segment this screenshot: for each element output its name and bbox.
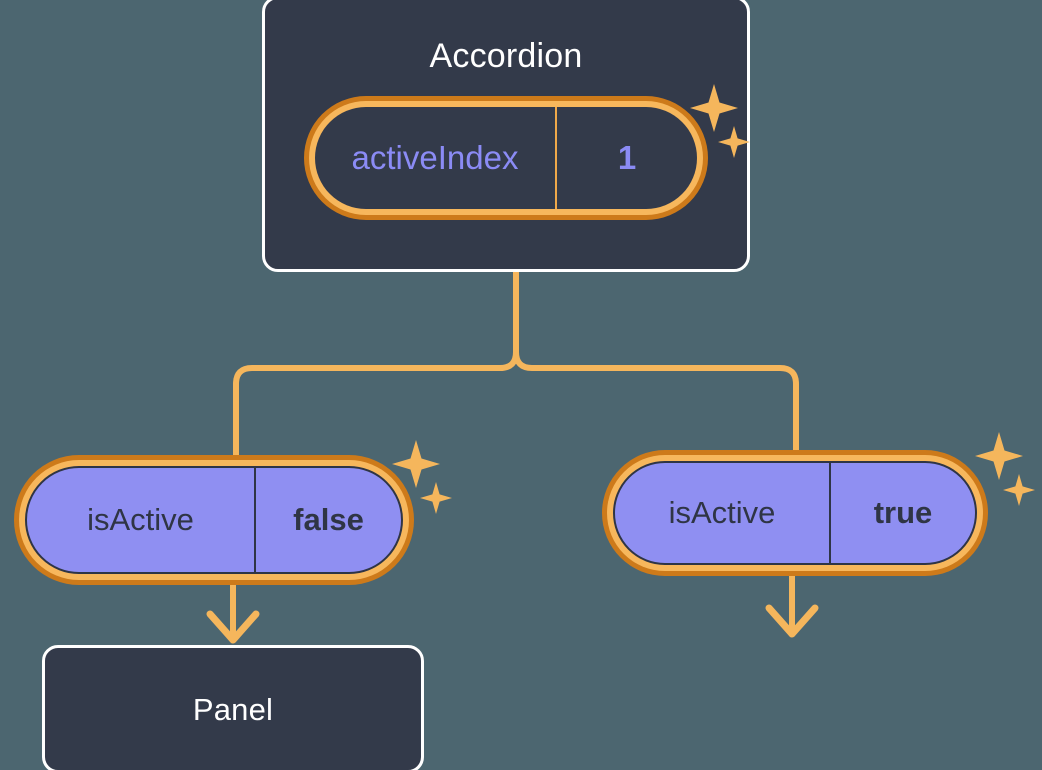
pill-ring-inner: isActive true [607, 455, 983, 571]
arrowhead-right [765, 604, 819, 638]
state-key-is-active-right: isActive [615, 463, 831, 563]
pill-ring-inner: isActive false [19, 460, 409, 580]
state-value-is-active-right: true [873, 495, 933, 530]
state-value-is-active-left: false [293, 502, 364, 537]
pill-ring-inner: activeIndex 1 [309, 101, 703, 215]
state-key-is-active-left: isActive [27, 468, 256, 572]
accordion-title: Accordion [429, 37, 583, 75]
node-panel-left[interactable]: Panel [42, 645, 424, 770]
arrowhead-left [206, 610, 260, 644]
pill-body: isActive true [613, 461, 977, 565]
state-key-active-index: activeIndex [315, 107, 557, 209]
panel-left-title: Panel [192, 691, 274, 727]
pill-body: activeIndex 1 [315, 107, 697, 209]
state-pill-active-index[interactable]: activeIndex 1 [304, 96, 708, 220]
pill-body: isActive false [25, 466, 403, 574]
state-pill-is-active-false[interactable]: isActive false [14, 455, 414, 585]
connector-accordion-to-branch-right [513, 269, 799, 459]
connector-accordion-to-branches [233, 269, 519, 465]
state-pill-is-active-true[interactable]: isActive true [602, 450, 988, 576]
state-value-active-index: 1 [617, 139, 637, 176]
